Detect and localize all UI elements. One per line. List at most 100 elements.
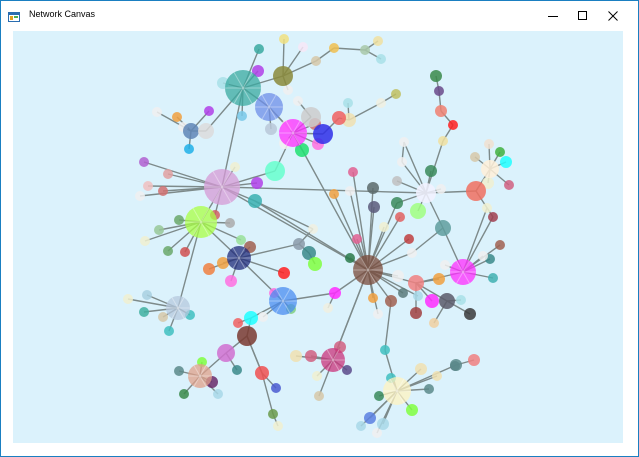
network-node[interactable] [308,257,322,271]
network-node[interactable] [373,309,383,319]
network-node[interactable] [158,186,168,196]
network-node[interactable] [290,350,302,362]
network-node[interactable] [348,167,358,177]
network-node[interactable] [439,293,455,309]
network-node[interactable] [140,236,150,246]
network-node[interactable] [251,177,263,189]
network-node[interactable] [504,180,514,190]
network-node[interactable] [435,105,447,117]
network-node[interactable] [139,307,149,317]
network-node[interactable] [135,191,145,201]
network-node[interactable] [271,383,281,393]
network-node[interactable] [470,152,480,162]
network-node[interactable] [213,389,223,399]
network-node[interactable] [329,43,339,53]
network-node[interactable] [268,409,278,419]
network-node[interactable] [172,112,182,122]
network-node[interactable] [184,144,194,154]
network-node[interactable] [391,89,401,99]
network-node[interactable] [163,246,173,256]
network-node[interactable] [373,36,383,46]
network-node[interactable] [392,270,404,282]
network-node[interactable] [395,212,405,222]
network-node[interactable] [406,404,418,416]
network-node[interactable] [314,391,324,401]
network-node[interactable] [293,96,303,106]
network-node[interactable] [198,123,214,139]
network-node[interactable] [379,222,389,232]
network-node[interactable] [188,364,212,388]
network-node[interactable] [464,308,476,320]
network-node[interactable] [440,260,450,270]
network-node[interactable] [374,391,384,401]
network-node[interactable] [433,273,445,285]
network-node[interactable] [364,412,376,424]
network-node[interactable] [436,184,446,194]
network-node[interactable] [174,215,184,225]
network-node[interactable] [313,124,333,144]
network-node[interactable] [203,263,215,275]
network-node[interactable] [488,212,498,222]
network-node[interactable] [236,235,246,245]
network-node[interactable] [237,326,257,346]
network-node[interactable] [372,428,382,438]
maximize-button[interactable] [568,1,598,31]
network-node[interactable] [217,344,235,362]
network-node[interactable] [495,240,505,250]
network-node[interactable] [368,201,380,213]
network-node[interactable] [139,157,149,167]
network-node[interactable] [448,120,458,130]
network-node[interactable] [376,54,386,64]
network-node[interactable] [356,421,366,431]
network-node[interactable] [495,147,505,157]
network-node[interactable] [410,307,422,319]
network-node[interactable] [180,247,190,257]
network-node[interactable] [179,389,189,399]
network-node[interactable] [298,42,308,52]
network-node[interactable] [435,220,451,236]
network-node[interactable] [269,287,297,315]
network-node[interactable] [232,365,242,375]
network-node[interactable] [295,143,309,157]
network-node[interactable] [413,291,423,301]
network-node[interactable] [321,348,345,372]
network-node[interactable] [332,111,346,125]
network-node[interactable] [301,107,321,127]
network-node[interactable] [237,111,247,121]
network-node[interactable] [353,255,383,285]
network-node[interactable] [345,253,355,263]
network-node[interactable] [278,267,290,279]
network-node[interactable] [283,85,293,95]
network-node[interactable] [468,354,480,366]
network-node[interactable] [248,194,262,208]
network-node[interactable] [367,182,379,194]
network-node[interactable] [466,181,486,201]
network-canvas[interactable] [13,31,623,443]
network-node[interactable] [345,186,355,196]
network-node[interactable] [397,157,407,167]
network-node[interactable] [404,234,414,244]
network-node[interactable] [424,384,434,394]
network-node[interactable] [174,366,184,376]
network-node[interactable] [233,318,243,328]
network-node[interactable] [163,169,173,179]
network-node[interactable] [429,318,439,328]
network-node[interactable] [482,203,492,213]
network-node[interactable] [500,156,512,168]
network-node[interactable] [225,275,237,287]
network-node[interactable] [227,246,251,270]
network-node[interactable] [254,44,264,54]
network-node[interactable] [399,137,409,147]
network-node[interactable] [258,312,268,322]
network-node[interactable] [183,123,199,139]
network-node[interactable] [343,98,353,108]
network-node[interactable] [416,183,436,203]
network-node[interactable] [408,275,424,291]
network-node[interactable] [425,165,437,177]
network-node[interactable] [279,34,289,44]
network-node[interactable] [329,287,341,299]
network-node[interactable] [152,107,162,117]
network-node[interactable] [432,371,442,381]
network-node[interactable] [293,238,305,250]
network-node[interactable] [164,326,174,336]
